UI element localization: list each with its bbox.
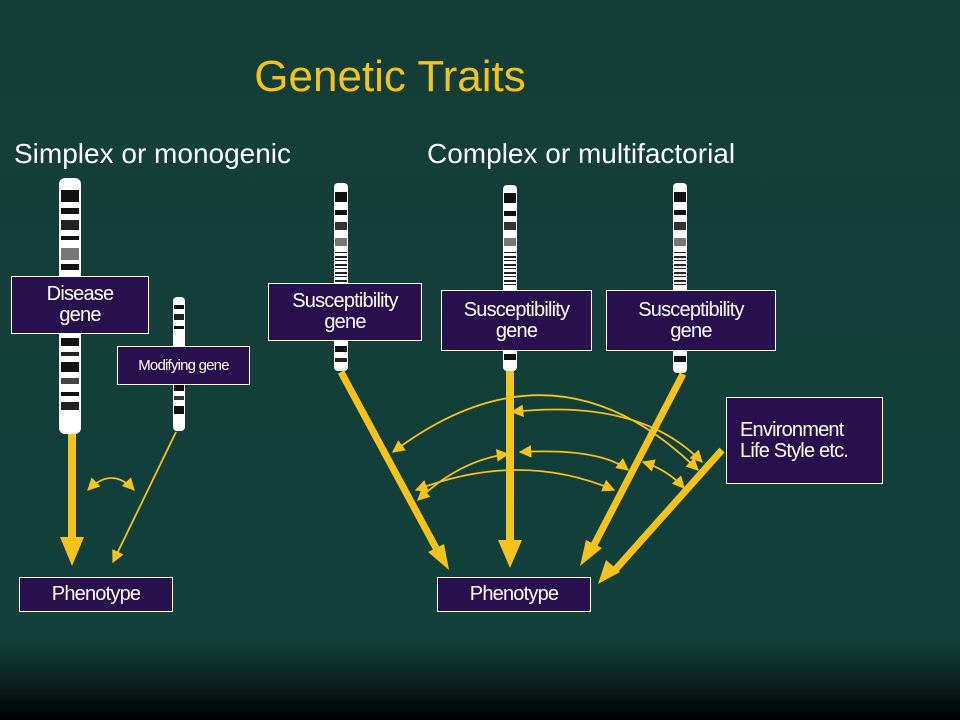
interaction-arc-mid2	[417, 449, 510, 501]
susceptibility-gene-box-1: Susceptibility gene	[268, 283, 422, 341]
thin-arrows	[87, 394, 703, 564]
interaction-arc-outer	[391, 394, 699, 471]
arrow-susceptibility1-to-phenotype	[337, 370, 449, 570]
thick-arrows	[60, 370, 725, 584]
arrow-susceptibility3-to-phenotype	[580, 372, 687, 566]
right-heading: Complex or multifactorial	[427, 138, 736, 169]
interaction-arc-lower	[414, 469, 616, 492]
susceptibility-gene-label-2: Susceptibility gene	[463, 298, 570, 342]
modifying-gene-label: Modifying gene	[138, 356, 229, 374]
left-heading: Simplex or monogenic	[14, 138, 292, 169]
modifying-gene-box: Modifying gene	[117, 346, 250, 385]
arrow-environment-to-phenotype	[598, 447, 725, 584]
environment-label: Environment Life Style etc.	[740, 418, 849, 462]
phenotype-box-right: Phenotype	[437, 577, 591, 612]
interaction-arc-right	[641, 459, 685, 489]
phenotype-label-right: Phenotype	[469, 583, 559, 605]
slide-title: Genetic Traits	[254, 52, 526, 101]
interaction-arc-left	[87, 477, 135, 491]
susceptibility-gene-label-3: Susceptibility gene	[638, 298, 744, 342]
environment-box: Environment Life Style etc.	[726, 397, 883, 484]
phenotype-box-left: Phenotype	[19, 577, 173, 612]
disease-gene-box: Disease gene	[11, 276, 149, 334]
interaction-arc-inner	[518, 445, 629, 471]
susceptibility-gene-box-2: Susceptibility gene	[441, 290, 592, 351]
chromosome-susceptibility-1	[334, 183, 348, 371]
interaction-arc-mid	[510, 404, 703, 463]
susceptibility-gene-label-1: Susceptibility gene	[292, 290, 398, 333]
arrow-modifying-to-phenotype	[112, 431, 177, 564]
susceptibility-gene-box-3: Susceptibility gene	[606, 290, 776, 351]
disease-gene-label: Disease gene	[46, 283, 114, 326]
arrow-disease-to-phenotype	[60, 434, 84, 566]
phenotype-label-left: Phenotype	[51, 583, 141, 605]
